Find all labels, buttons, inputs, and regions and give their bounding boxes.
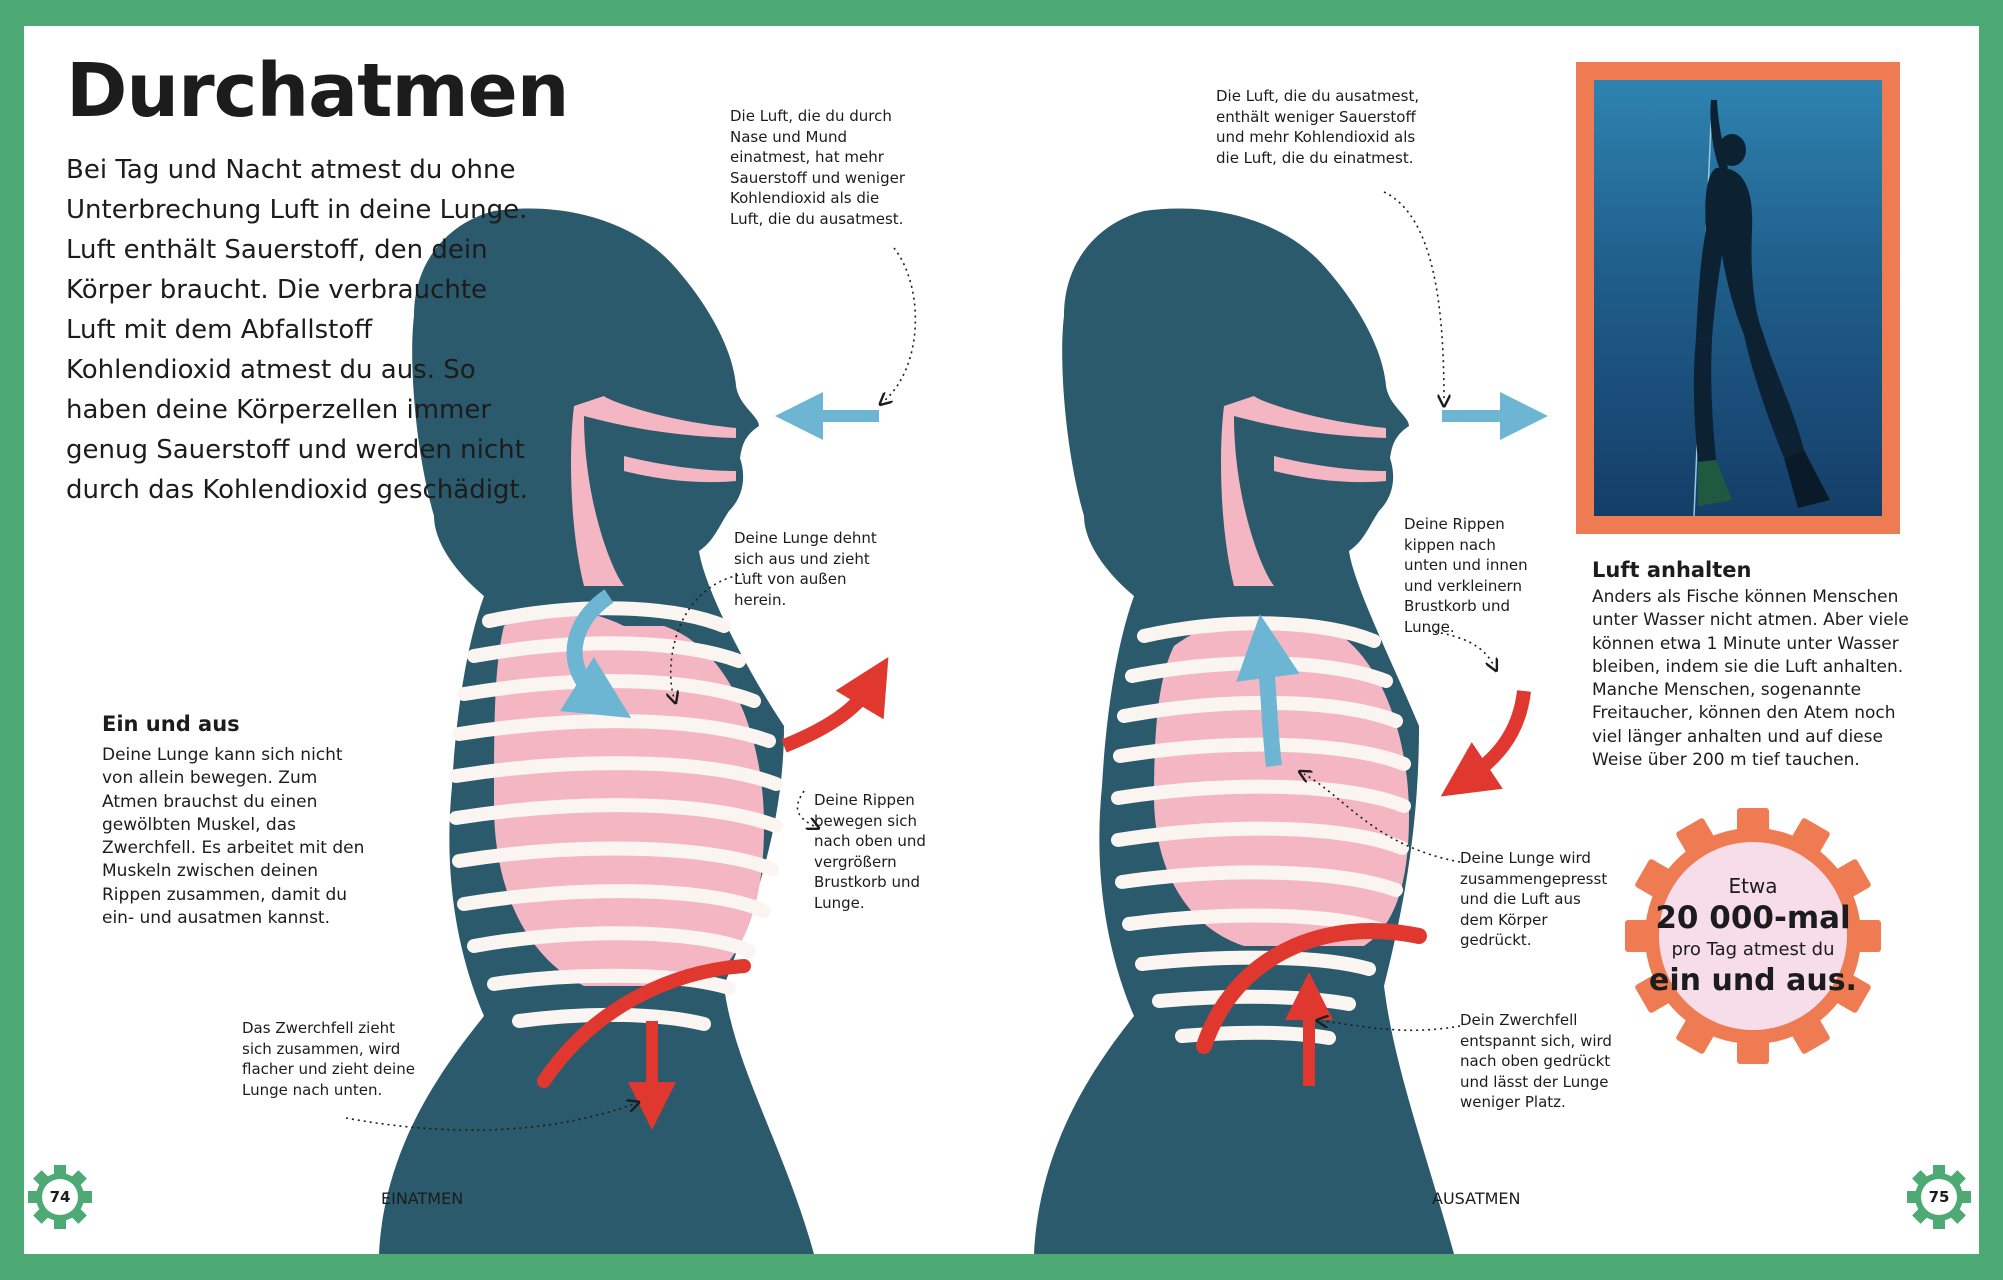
page-title: Durchatmen [66, 48, 569, 134]
freediver-photo-image [1594, 80, 1882, 516]
ribs-down-arrow-icon [1440, 690, 1531, 797]
sidebar-heading: Luft anhalten [1592, 558, 1752, 582]
exhale-note-air: Die Luft, die du ausatmest, enthält weni… [1216, 87, 1420, 167]
intro-text: Bei Tag und Nacht atmest du ohne Unterbr… [66, 155, 528, 505]
fact-line-2: 20 000-mal [1655, 900, 1851, 936]
fact-badge: Etwa 20 000-mal pro Tag atmest du ein un… [1623, 806, 1883, 1066]
inhale-note-diaphragm: Das Zwerchfell zieht sich zusammen, wird… [242, 1019, 415, 1099]
freediver-illustration [1693, 99, 1830, 516]
freediver-photo [1576, 62, 1900, 534]
ribs-up-arrow-icon [781, 656, 889, 753]
exhale-note-diaphragm: Dein Zwerchfell entspannt sich, wird nac… [1460, 1011, 1612, 1111]
book-spread: Durchatmen Bei Tag und Nacht atmest du o… [24, 26, 1979, 1254]
page-number-left-text: 74 [49, 1188, 71, 1206]
page-number-right-text: 75 [1928, 1188, 1950, 1206]
section-body-ein-und-aus: Deine Lunge kann sich nicht von allein b… [102, 745, 365, 929]
inhale-note-air: Die Luft, die du durch Nase und Mund ein… [730, 107, 905, 228]
section-heading-ein-und-aus: Ein und aus [102, 712, 240, 736]
fact-line-3: pro Tag atmest du [1671, 939, 1835, 960]
exhale-body [1034, 208, 1548, 1254]
lung-expand-arrow-icon [559, 589, 632, 718]
inhale-body [379, 208, 889, 1254]
exhale-diaphragm [1196, 922, 1427, 1054]
sidebar-body: Anders als Fische können Menschen unter … [1592, 587, 1909, 771]
exhale-caption: AUSATMEN [1432, 1189, 1521, 1208]
exhale-note-lung: Deine Lunge wird zusammengepresst und di… [1460, 849, 1608, 949]
page-number-left: 74 [31, 1168, 89, 1226]
exhale-airway [1221, 396, 1386, 586]
inhale-caption: EINATMEN [381, 1189, 464, 1208]
leader-lines [345, 191, 1494, 1131]
inhale-diaphragm [537, 959, 751, 1088]
lung-contract-arrow-icon [1236, 614, 1300, 767]
inhale-ribs [449, 601, 783, 1031]
breathing-illustration [28, 191, 1971, 1254]
exhale-note-ribs: Deine Rippen kippen nach unten und innen… [1404, 515, 1528, 636]
fact-line-1: Etwa [1728, 874, 1778, 898]
fact-text: Etwa 20 000-mal pro Tag atmest du ein un… [1623, 806, 1883, 1066]
page-number-right: 75 [1910, 1168, 1968, 1226]
inhale-airway [571, 396, 736, 586]
inhale-note-lung: Deine Lunge dehnt sich aus und zieht Luf… [734, 529, 877, 609]
gear-icon [28, 1165, 92, 1229]
gear-icon [1625, 808, 1881, 1064]
inhale-note-ribs: Deine Rippen bewegen sich nach oben und … [814, 791, 926, 912]
fact-line-4: ein und aus. [1649, 963, 1857, 998]
